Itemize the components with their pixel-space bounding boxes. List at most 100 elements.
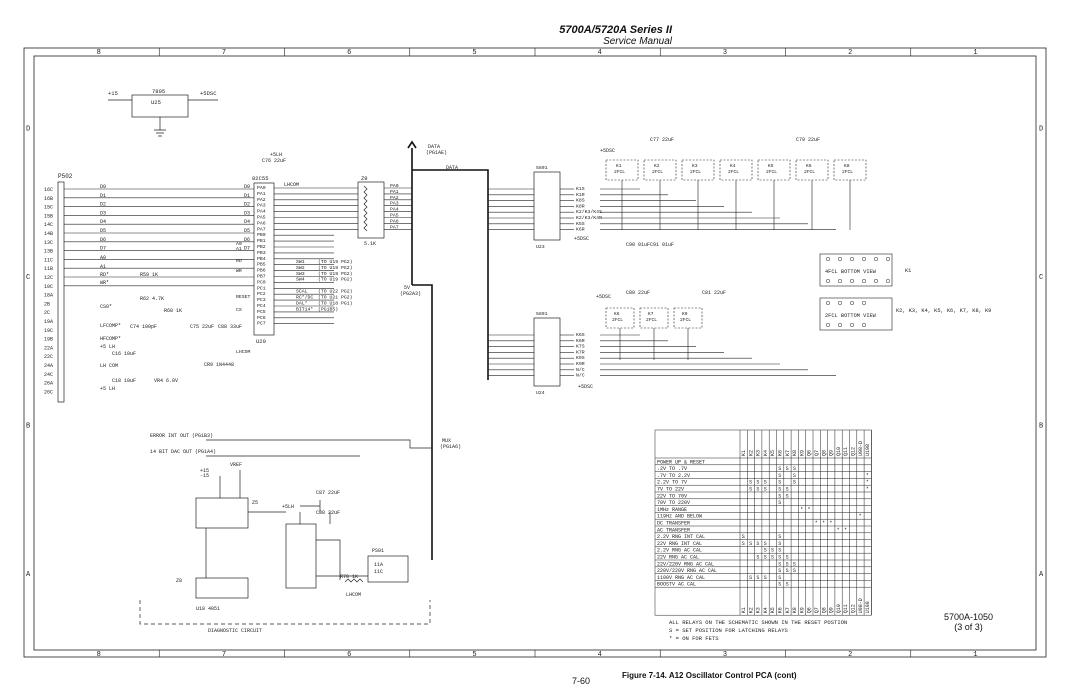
port-a-label: PA1: [390, 189, 399, 195]
table-col-footer: K3: [756, 607, 762, 613]
table-cell: S: [756, 541, 759, 547]
relay-ref: K6: [614, 311, 620, 317]
ppi-port: PC2: [257, 291, 266, 297]
connector-pin: 15C: [44, 205, 53, 211]
resistor-label: R62 4.7K: [140, 296, 164, 302]
capacitor-label: C75 22uF: [190, 324, 214, 330]
relay-body: [639, 307, 669, 329]
port-a-label: PA3: [390, 201, 399, 207]
table-cell: S: [742, 541, 745, 547]
bus-data-label: DATA: [428, 144, 440, 150]
mux-output: SCAL: [296, 289, 308, 295]
zener-label: VR4 6.8V: [154, 378, 178, 384]
driver-part: 5801: [536, 165, 548, 171]
regulator-ref: U25: [151, 99, 161, 106]
page-number: 7-60: [572, 676, 591, 686]
diagnostic-label: +5LH: [282, 504, 294, 510]
table-row-label: 119Hz AND BELOW: [657, 514, 702, 520]
signal-label: CS0*: [100, 304, 112, 310]
data-bus-label-ppi: D3: [244, 210, 250, 216]
bottom-view-pin: [849, 256, 855, 262]
data-bus-heavy: [407, 140, 489, 560]
zone-col-bottom: 5: [472, 651, 476, 659]
relay-body: [673, 307, 703, 329]
ppi-port: PA5: [257, 215, 266, 221]
data-bus-label: D5: [100, 228, 106, 234]
table-row-label: 1MHz RANGE: [657, 507, 687, 513]
table-row-label: POWER UP & RESET: [657, 459, 705, 465]
relay-ref: K2: [654, 163, 660, 169]
data-bus-label-ppi: D6: [244, 237, 250, 243]
port-a-label: PA5: [390, 213, 399, 219]
table-cell: S: [764, 548, 767, 554]
diagnostic-label: Z5: [252, 500, 258, 506]
zone-col-top: 4: [598, 49, 602, 57]
table-row-label: 2.2V RNG INT CAL: [657, 534, 705, 540]
diagnostic-label: Z8: [176, 578, 182, 584]
connector-pin: 16B: [44, 196, 53, 202]
table-cell: S: [756, 555, 759, 561]
bottom-view-pin: [861, 256, 867, 262]
diagnostic-label: 14 BIT DAC OUT (PG1A4): [150, 449, 216, 455]
ppi-port: PB3: [257, 250, 266, 256]
table-col-footer: K9: [799, 607, 805, 613]
table-note: S = SET POSITION FOR LATCHING RELAYS: [669, 627, 789, 634]
connector-pin: 26A: [44, 381, 53, 387]
table-col-footer: K8: [792, 607, 798, 613]
diode-label: CR9 1N4448: [204, 362, 234, 368]
signal-label: A1: [100, 264, 106, 270]
mux-output: SW3: [296, 271, 305, 277]
driver-u24: [533, 317, 561, 387]
table-row-label: 22V/220V RNG AC CAL: [657, 561, 714, 567]
ppi-port: PC6: [257, 315, 266, 321]
table-col-footer: Q12: [851, 604, 857, 613]
relay-type: 2FCL: [842, 169, 853, 175]
driver-output: K2/K3/K4R: [576, 215, 602, 221]
connector-pin: 10C: [44, 284, 53, 290]
table-col-footer: Q8: [821, 607, 827, 613]
relay-ref: K8: [844, 163, 850, 169]
relay-table-text: K1K1K2K2K3K3K4K4K5K5K6K6K7K7K8K8K9K9Q6Q6…: [657, 441, 871, 613]
signal-label: HFCOMP*: [100, 336, 121, 342]
table-cell: S: [778, 480, 781, 486]
drawing-id: 5700A-1050 (3 of 3): [944, 612, 993, 632]
ppi-ref: U20: [256, 338, 266, 345]
ppi-port: PC1: [257, 285, 266, 291]
table-cell: S: [778, 493, 781, 499]
table-cell: *: [837, 527, 840, 533]
table-col-header: U98-D: [858, 441, 864, 456]
table-cell: S: [778, 555, 781, 561]
relay-table-notes: ALL RELAYS ON THE SCHEMATIC SHOWN IN THE…: [669, 619, 847, 642]
zone-col-bottom: 4: [598, 651, 602, 659]
signal-label: +5 LH: [100, 344, 115, 350]
relay-type: 2FCL: [690, 169, 701, 175]
outer-border: [23, 47, 1047, 658]
bus-mux-label: MUX: [442, 438, 451, 444]
ppi-port: PC3: [257, 297, 266, 303]
relay-ref: K4: [730, 163, 736, 169]
zone-col-bottom: 1: [973, 651, 977, 659]
diagnostic-label: LHCOM: [346, 592, 361, 598]
table-col-header: K7: [785, 450, 791, 456]
table-cell: S: [786, 466, 789, 472]
ppi-port: PC0: [257, 279, 266, 285]
port-a-label: PA7: [390, 224, 399, 230]
data-bus-label: D1: [100, 193, 106, 199]
ppi-port: PB1: [257, 238, 266, 244]
relay-table-grid: [654, 429, 872, 616]
zone-row-left: B: [26, 422, 30, 430]
driver-output: N/C: [576, 373, 585, 379]
signal-label: LH COM: [100, 363, 118, 369]
drawing-sheet: (3 of 3): [954, 622, 983, 632]
table-col-header: K3: [756, 450, 762, 456]
supply-label: +5DSC: [578, 384, 593, 390]
resistor-label: R70 1K: [340, 574, 358, 580]
table-cell: S: [778, 541, 781, 547]
page-header: 5700A/5720A Series II Service Manual: [559, 24, 672, 47]
driver-output: K6S: [576, 332, 585, 338]
connector-pin: 16C: [44, 187, 53, 193]
capacitor-label: C79 22uF: [796, 137, 820, 143]
z9-ref: Z9: [361, 175, 368, 182]
capacitor-label: C90 01uF: [626, 242, 650, 248]
table-row-label: 22V RNG AC CAL: [657, 555, 699, 561]
